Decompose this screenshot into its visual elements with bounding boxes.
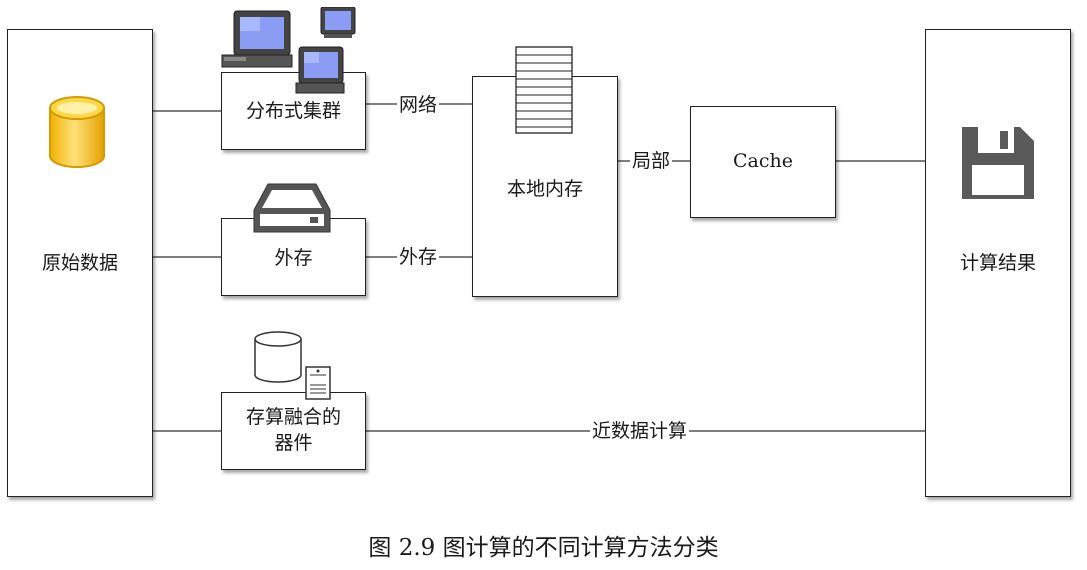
cluster-label: 分布式集群 bbox=[245, 99, 341, 122]
server-drive-icon bbox=[253, 183, 331, 233]
figure-caption: 图 2.9 图计算的不同计算方法分类 bbox=[368, 535, 719, 561]
edge-label-network: 网络 bbox=[397, 94, 440, 116]
disk-and-tower-icon bbox=[254, 331, 331, 400]
result-box bbox=[925, 29, 1071, 497]
storage-compute-label: 存算融合的 器件 bbox=[245, 406, 341, 454]
cache-label: Cache bbox=[733, 150, 793, 172]
external-storage-label: 外存 bbox=[274, 246, 313, 269]
edge-label-external: 外存 bbox=[397, 246, 440, 268]
external-storage-box bbox=[221, 218, 366, 296]
edge-label-local: 局部 bbox=[630, 150, 673, 172]
computer-workstation-icon bbox=[221, 7, 356, 94]
memory-stack-icon bbox=[515, 46, 573, 134]
raw-data-label: 原始数据 bbox=[41, 252, 118, 274]
edge-label-near-data: 近数据计算 bbox=[590, 420, 690, 442]
local-memory-label: 本地内存 bbox=[506, 177, 583, 200]
floppy-save-icon bbox=[962, 127, 1034, 199]
result-label: 计算结果 bbox=[959, 252, 1036, 274]
database-cylinder-icon bbox=[49, 96, 105, 168]
cache-box bbox=[690, 106, 836, 218]
storage-compute-box bbox=[221, 392, 366, 470]
